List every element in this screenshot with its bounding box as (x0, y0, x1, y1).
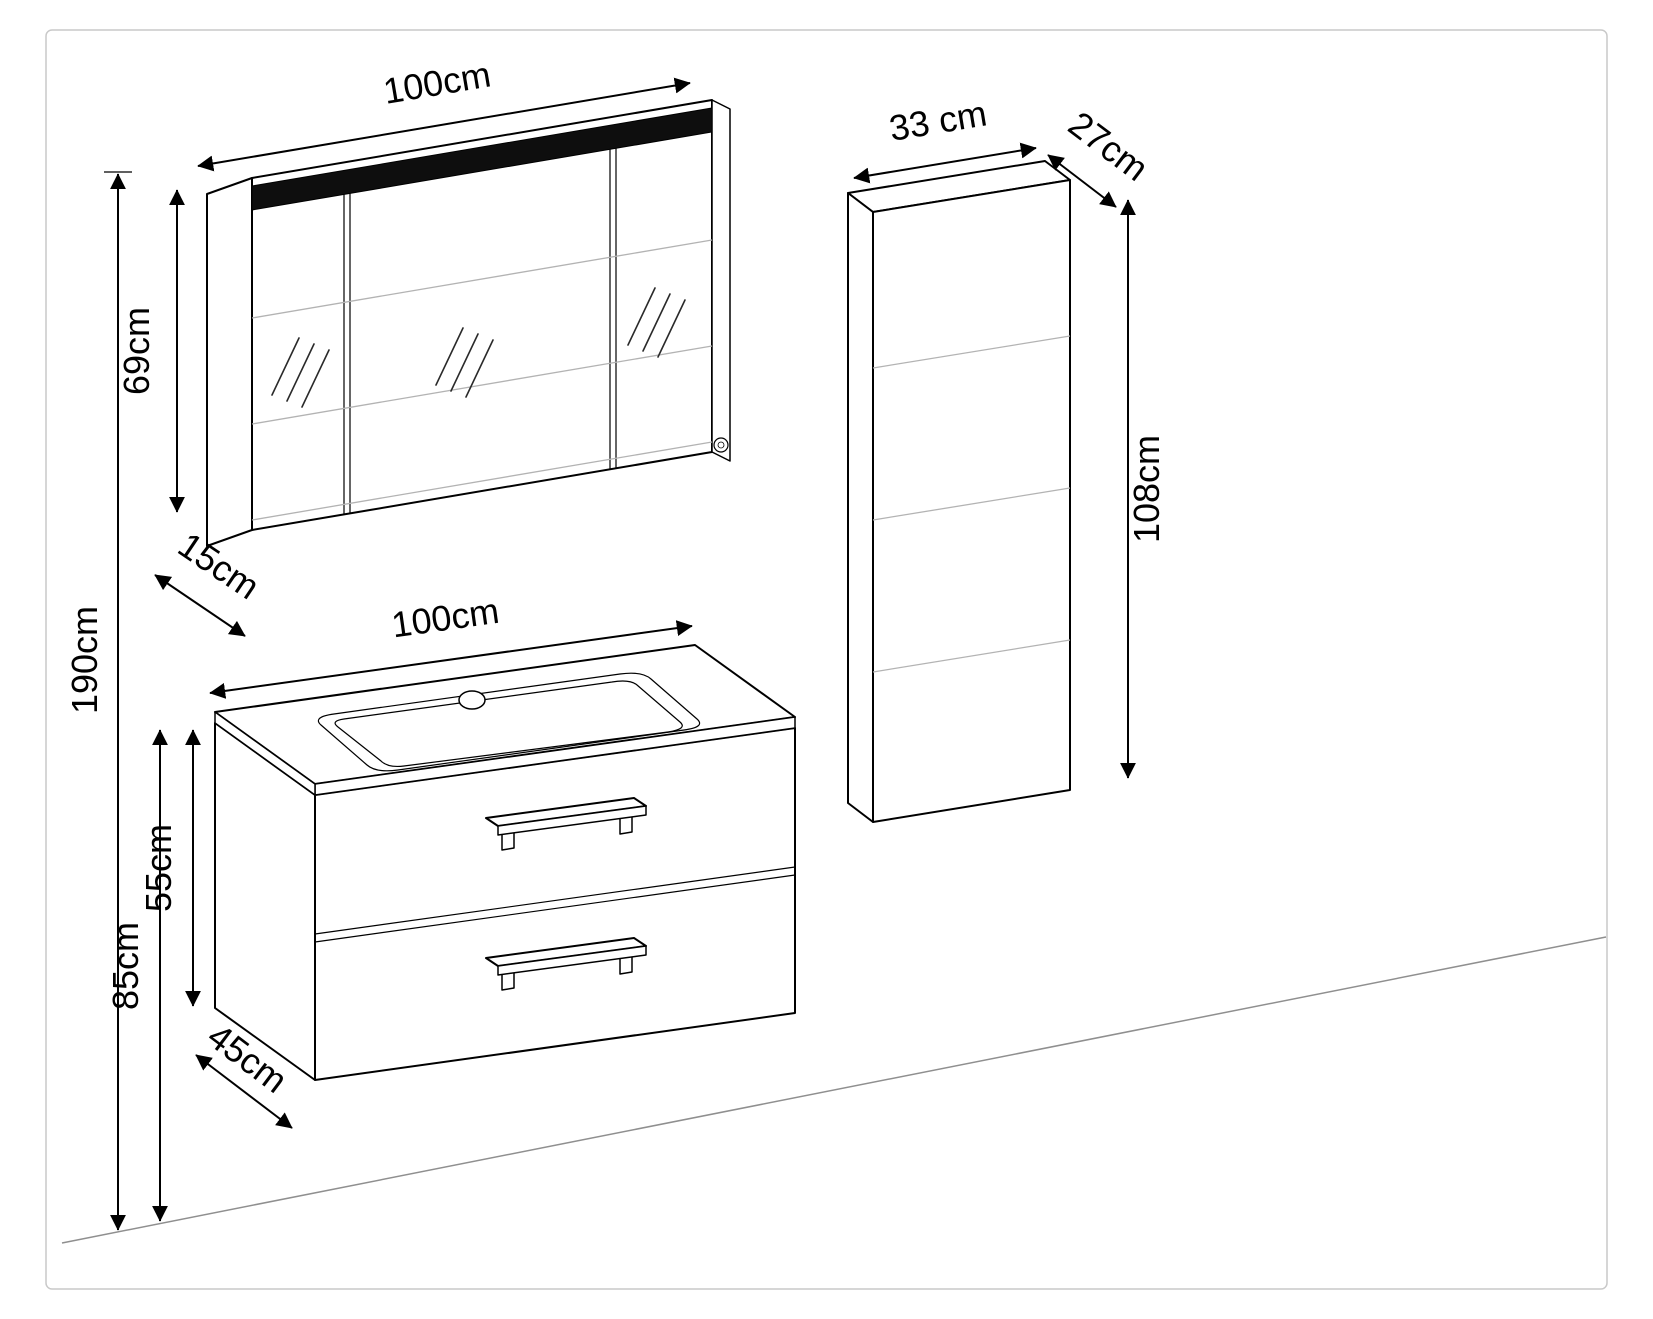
tall-cabinet-section-line (872, 487, 1071, 521)
tall-cabinet-side-panel (847, 192, 874, 823)
mirror-width-arrow (197, 77, 691, 172)
mirror-cabinet-side-panel (206, 177, 253, 547)
vanity-unit-drawing (214, 644, 796, 1081)
drawer-gap-line (314, 874, 796, 943)
reflection-slash (657, 299, 686, 358)
reflection-slash (301, 349, 330, 408)
floor-line (61, 936, 1607, 1244)
tall-cabinet-front-face (872, 179, 1071, 823)
vanity-mounting-height-dimension: 85cm (105, 729, 168, 1222)
tall-cabinet-height-dimension: 108cm (1120, 199, 1167, 779)
tall-cabinet-section-line (872, 639, 1071, 673)
handle-bar-front (497, 945, 647, 976)
drawer-gap-line (314, 866, 796, 935)
brand-badge-icon (713, 437, 729, 453)
tall-cabinet-depth-arrow (1047, 154, 1117, 208)
reflection-slash (286, 343, 315, 402)
reflection-slash (271, 337, 300, 396)
tall-cabinet-section-line (872, 335, 1071, 369)
mirror-bottom-line (251, 441, 713, 521)
tall-cabinet-height-label: 108cm (1126, 435, 1167, 543)
mirror-height-label: 69cm (116, 307, 157, 395)
vanity-cabinet-height-label: 55cm (138, 824, 179, 912)
reflection-slash (627, 287, 656, 346)
handle-bar-front (497, 805, 647, 836)
overall-height-dimension: 190cm (64, 171, 132, 1231)
mirror-cabinet-right-edge (711, 99, 731, 462)
mirror-shelf-line (251, 345, 713, 425)
tall-cabinet-width-arrow (853, 142, 1037, 184)
reflection-slash (465, 339, 494, 398)
mirror-shelf-line (251, 239, 713, 319)
reflection-slash (450, 333, 479, 392)
mirror-reflection-marks (271, 287, 686, 408)
vanity-width-arrow (209, 620, 693, 699)
reflection-slash (642, 293, 671, 352)
overall-height-label: 190cm (64, 606, 105, 714)
faucet-hole-icon (458, 690, 486, 710)
tall-cabinet-drawing (847, 160, 1071, 823)
brand-badge-inner-icon (717, 441, 725, 449)
countertop-side-rim (214, 711, 316, 796)
reflection-slash (435, 327, 464, 386)
top-drawer-handle (485, 797, 647, 851)
vanity-mounting-height-label: 85cm (105, 922, 146, 1010)
bottom-drawer-handle (485, 937, 647, 991)
vanity-depth-arrow (195, 1054, 293, 1129)
